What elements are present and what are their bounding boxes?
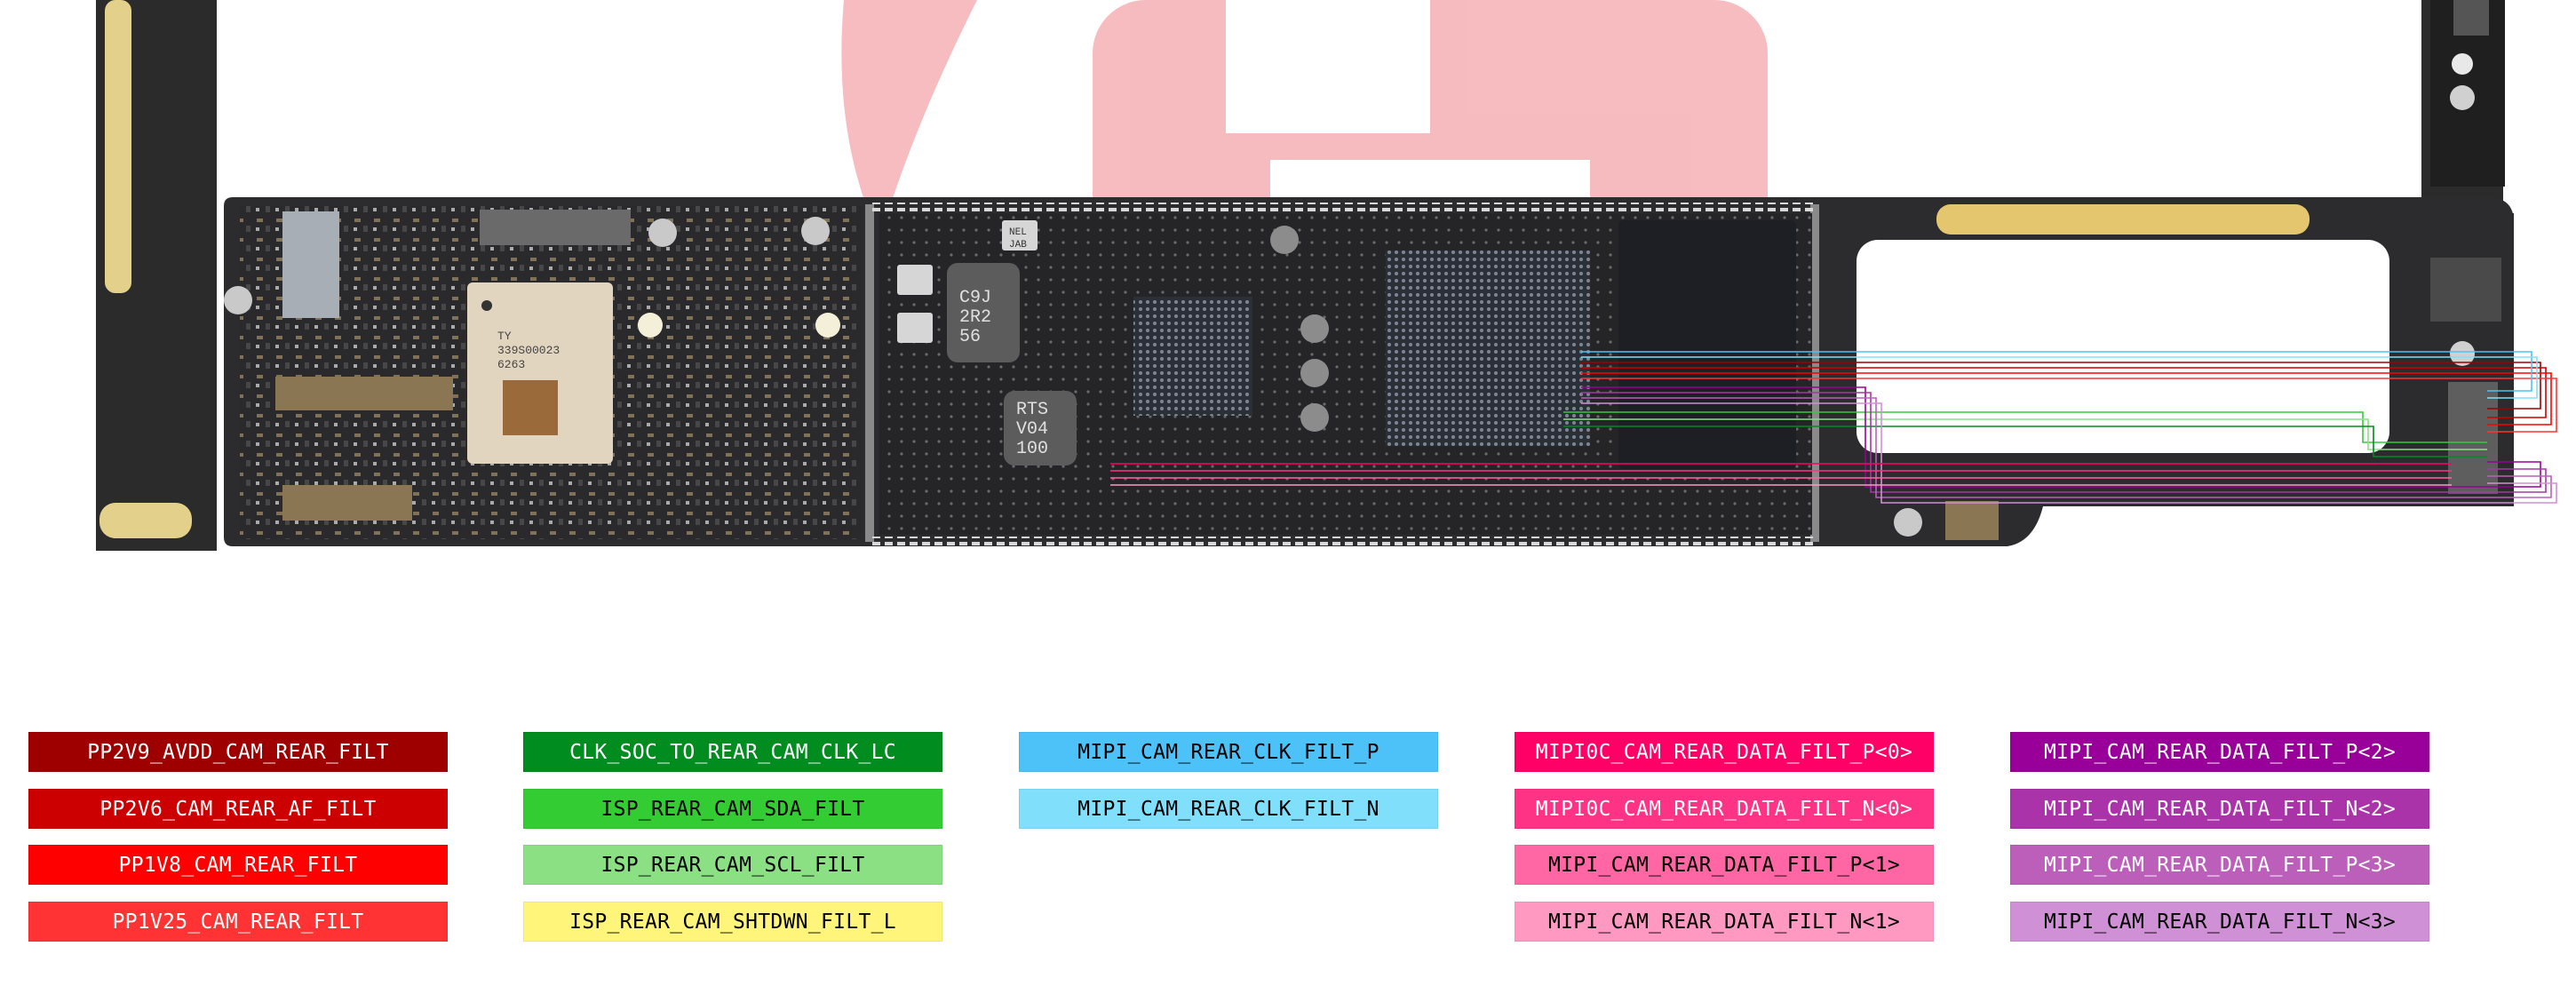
svg-text:100: 100 xyxy=(1016,439,1048,459)
gold-contact-strip xyxy=(1936,204,2310,235)
svg-text:NEL: NEL xyxy=(1009,227,1027,238)
legend-item: MIPI_CAM_REAR_CLK_FILT_P xyxy=(1019,732,1438,772)
connector-3 xyxy=(480,210,631,245)
svg-text:2R2: 2R2 xyxy=(959,307,991,328)
legend-item: PP1V8_CAM_REAR_FILT xyxy=(28,845,448,885)
logic-board-image: TY 339S00023 6263 C9J 2R2 56 RTS V04 100… xyxy=(96,0,2557,551)
camera-connector xyxy=(2448,382,2498,494)
connector-2 xyxy=(282,485,412,521)
memory-chip xyxy=(1618,220,1796,469)
net-traces xyxy=(1110,351,2557,504)
legend-item: ISP_REAR_CAM_SCL_FILT xyxy=(523,845,942,885)
legend-item: ISP_REAR_CAM_SHTDWN_FILT_L xyxy=(523,902,942,942)
legend-item: PP2V9_AVDD_CAM_REAR_FILT xyxy=(28,732,448,772)
legend-item: ISP_REAR_CAM_SDA_FILT xyxy=(523,789,942,829)
svg-text:V04: V04 xyxy=(1016,419,1048,440)
legend-item: MIPI_CAM_REAR_DATA_FILT_N<1> xyxy=(1515,902,1934,942)
legend-item: PP1V25_CAM_REAR_FILT xyxy=(28,902,448,942)
main-bga-chip xyxy=(1386,250,1590,446)
legend-item: MIPI_CAM_REAR_DATA_FILT_P<2> xyxy=(2010,732,2429,772)
left-flex-strip xyxy=(96,0,217,551)
svg-text:339S00023: 339S00023 xyxy=(497,344,560,357)
legend-item: MIPI0C_CAM_REAR_DATA_FILT_P<0> xyxy=(1515,732,1934,772)
legend-item: MIPI0C_CAM_REAR_DATA_FILT_N<0> xyxy=(1515,789,1934,829)
svg-text:6263: 6263 xyxy=(497,358,525,371)
connector-1 xyxy=(275,377,453,410)
svg-text:TY: TY xyxy=(497,330,512,343)
legend-item: CLK_SOC_TO_REAR_CAM_CLK_LC xyxy=(523,732,942,772)
svg-text:C9J: C9J xyxy=(959,288,991,308)
legend-item: MIPI_CAM_REAR_DATA_FILT_N<3> xyxy=(2010,902,2429,942)
legend-item: MIPI_CAM_REAR_DATA_FILT_N<2> xyxy=(2010,789,2429,829)
legend-item: MIPI_CAM_REAR_DATA_FILT_P<1> xyxy=(1515,845,1934,885)
soc-bga xyxy=(1133,297,1252,416)
shield-can xyxy=(282,211,339,318)
legend-item: PP2V6_CAM_REAR_AF_FILT xyxy=(28,789,448,829)
inductor-rts xyxy=(1004,391,1077,465)
inductor-c9j xyxy=(947,263,1020,362)
board-cutout xyxy=(1856,240,2389,453)
svg-text:JAB: JAB xyxy=(1009,240,1027,250)
svg-text:RTS: RTS xyxy=(1016,400,1048,420)
svg-text:56: 56 xyxy=(959,327,981,347)
legend-item: MIPI_CAM_REAR_DATA_FILT_P<3> xyxy=(2010,845,2429,885)
legend-item: MIPI_CAM_REAR_CLK_FILT_N xyxy=(1019,789,1438,829)
